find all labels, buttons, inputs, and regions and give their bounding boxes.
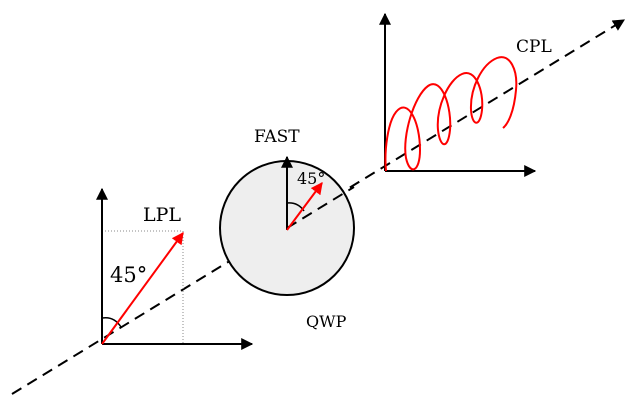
cpl-helix: [384, 56, 518, 172]
qwp-label: QWP: [306, 312, 347, 331]
propagation-axis: [11, 19, 626, 395]
fast-label: FAST: [254, 127, 300, 147]
fast-angle-label: 45°: [297, 169, 325, 188]
qwp-axis-segment: [286, 186, 355, 229]
lpl-angle-label: 45°: [110, 263, 147, 287]
lpl-polarization-vector: [101, 232, 184, 345]
qwp-polarization-vector: [286, 182, 323, 231]
lpl-frame: LPL 45°: [96, 187, 254, 350]
qwp-plate: FAST 45° QWP: [219, 127, 355, 331]
cpl-frame: CPL: [379, 12, 552, 177]
lpl-angle-arc: [101, 316, 122, 328]
cpl-label: CPL: [516, 37, 552, 57]
lpl-label: LPL: [143, 204, 181, 226]
